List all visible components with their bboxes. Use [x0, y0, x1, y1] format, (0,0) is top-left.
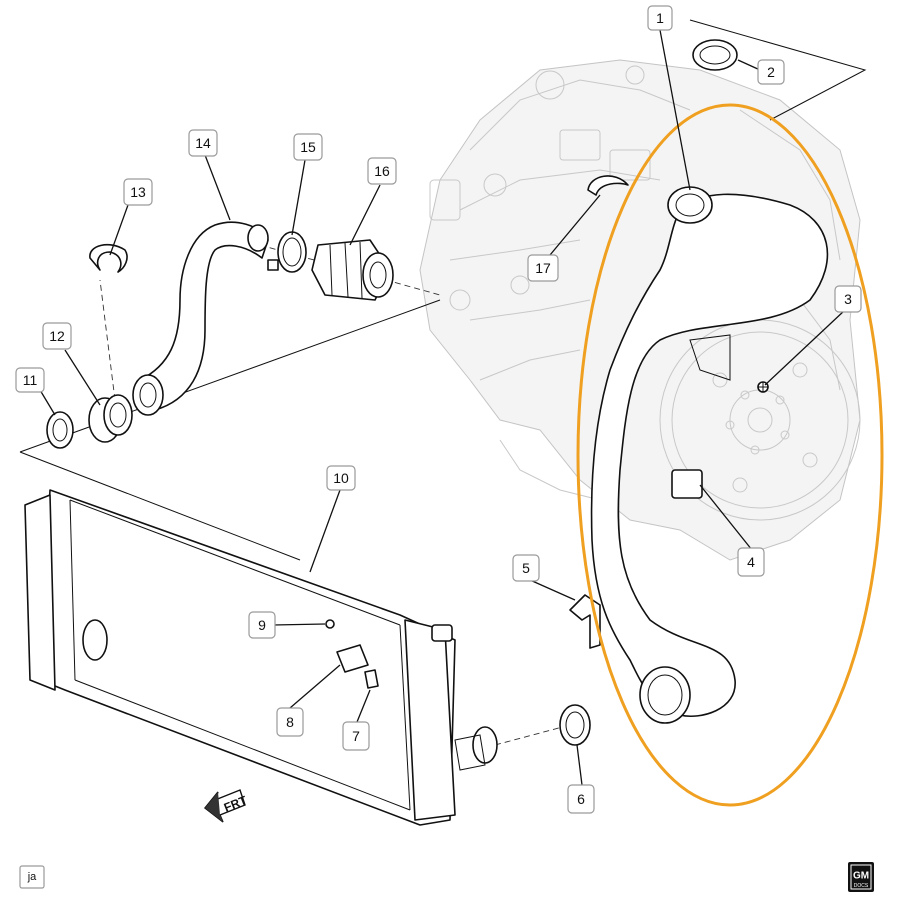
callout-13: 13 [123, 178, 153, 206]
callout-10: 10 [326, 465, 356, 491]
highlight-ellipse [576, 103, 884, 807]
callout-7: 7 [342, 721, 370, 751]
o-ring-11 [46, 411, 74, 449]
gm-logo-subtext: DOCS [854, 883, 869, 889]
callout-5: 5 [512, 554, 540, 582]
callout-14: 14 [188, 129, 218, 157]
callout-16-label: 16 [374, 163, 390, 179]
callout-15: 15 [293, 133, 323, 161]
callout-8-label: 8 [286, 714, 294, 730]
o-ring-2-inner [699, 45, 731, 65]
clamp-17 [587, 175, 629, 196]
callout-5-label: 5 [522, 560, 530, 576]
callout-13-label: 13 [130, 184, 146, 200]
callout-2-label: 2 [767, 64, 775, 80]
gm-logo-text: GM [853, 871, 869, 882]
callout-10-label: 10 [333, 470, 349, 486]
callout-17-label: 17 [535, 260, 551, 276]
charge-air-cooler [24, 489, 498, 826]
connector-16 [311, 239, 394, 301]
leader-lines [39, 29, 846, 786]
callout-6: 6 [567, 784, 595, 814]
callout-7-label: 7 [352, 728, 360, 744]
intake-hose-14 [132, 221, 269, 416]
callout-1-label: 1 [656, 10, 664, 26]
seal-ring-6-inner [565, 711, 585, 739]
gm-logo-icon: GM DOCS [848, 862, 874, 892]
coupler-12 [88, 394, 133, 443]
callout-2: 2 [757, 59, 785, 85]
turbo-outlet-hose [590, 186, 829, 724]
callout-11-label: 11 [23, 372, 38, 388]
front-direction-arrow-icon: FRT [204, 789, 249, 823]
callout-1: 1 [647, 5, 673, 31]
corner-label: ja [19, 865, 45, 889]
callout-4-label: 4 [747, 554, 755, 570]
callout-15-label: 15 [300, 139, 316, 155]
o-ring-2 [692, 39, 738, 71]
clamp-15 [267, 231, 307, 273]
o-ring-11-inner [52, 418, 68, 442]
callout-6-label: 6 [577, 791, 585, 807]
callout-9: 9 [248, 611, 276, 639]
callout-12: 12 [42, 322, 72, 350]
callout-4: 4 [737, 547, 765, 577]
callout-9-label: 9 [258, 617, 266, 633]
seal-ring-6 [559, 704, 591, 746]
callout-14-label: 14 [195, 135, 211, 151]
sensor-assembly [325, 619, 379, 689]
callout-8: 8 [276, 707, 304, 737]
callout-12-label: 12 [49, 328, 65, 344]
callout-3: 3 [834, 285, 862, 313]
callout-16: 16 [367, 157, 397, 185]
callout-17: 17 [527, 254, 559, 282]
callout-3-label: 3 [844, 291, 852, 307]
corner-label-text: ja [27, 871, 37, 883]
callout-11: 11 [15, 367, 45, 393]
spring-clip-13 [89, 243, 128, 273]
